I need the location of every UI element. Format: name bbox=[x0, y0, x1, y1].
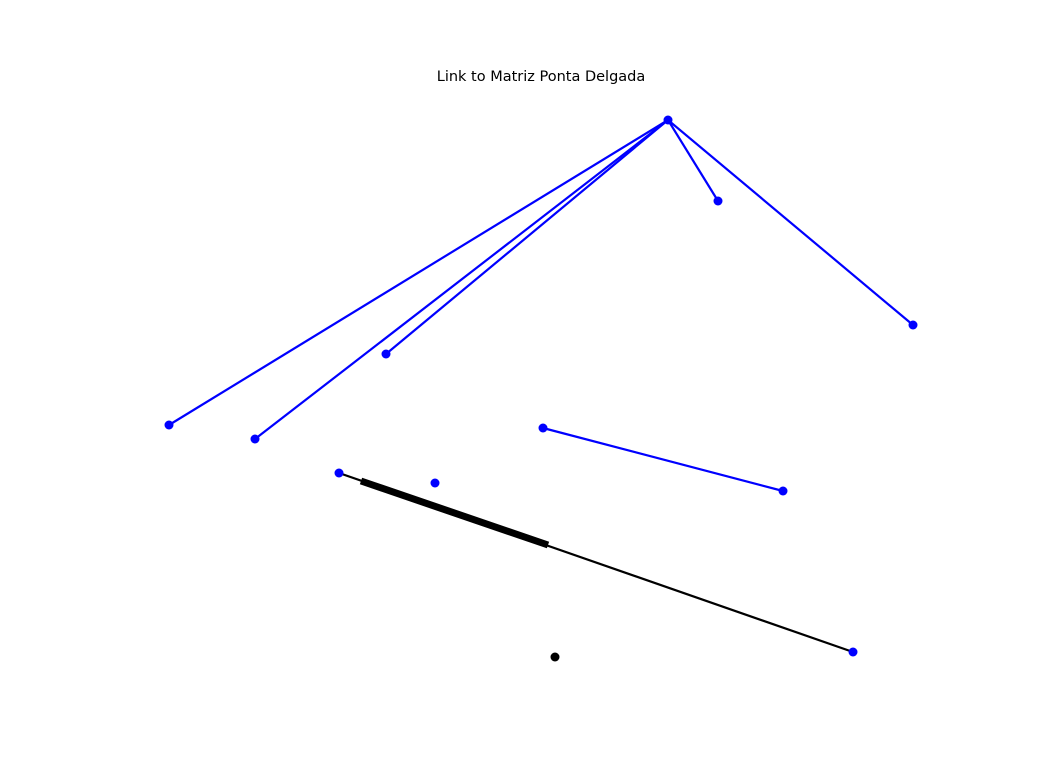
diagram-title: Link to Matriz Ponta Delgada bbox=[436, 69, 646, 85]
edge-n-center-n-right bbox=[542, 426, 784, 493]
node-n-east bbox=[908, 320, 918, 330]
edge-hub-n-east bbox=[667, 119, 914, 326]
node-n-lone bbox=[430, 478, 440, 488]
edge-hub-n-mid bbox=[385, 119, 669, 355]
node-layer bbox=[164, 115, 918, 662]
node-n-mid bbox=[381, 349, 391, 359]
node-n-ne bbox=[713, 196, 723, 206]
edge-hub-n-west2 bbox=[254, 119, 669, 440]
node-hub bbox=[663, 115, 673, 125]
node-n-se bbox=[848, 647, 858, 657]
node-n-center bbox=[538, 423, 548, 433]
edge-layer bbox=[168, 119, 914, 654]
edge-highlight-segment bbox=[359, 477, 550, 549]
node-n-west bbox=[164, 420, 174, 430]
node-n-left bbox=[334, 468, 344, 478]
edge-hub-n-ne bbox=[667, 119, 719, 202]
node-n-bottom bbox=[550, 652, 560, 662]
node-n-right bbox=[778, 486, 788, 496]
node-n-west2 bbox=[250, 434, 260, 444]
edge-hub-n-west bbox=[168, 119, 669, 426]
